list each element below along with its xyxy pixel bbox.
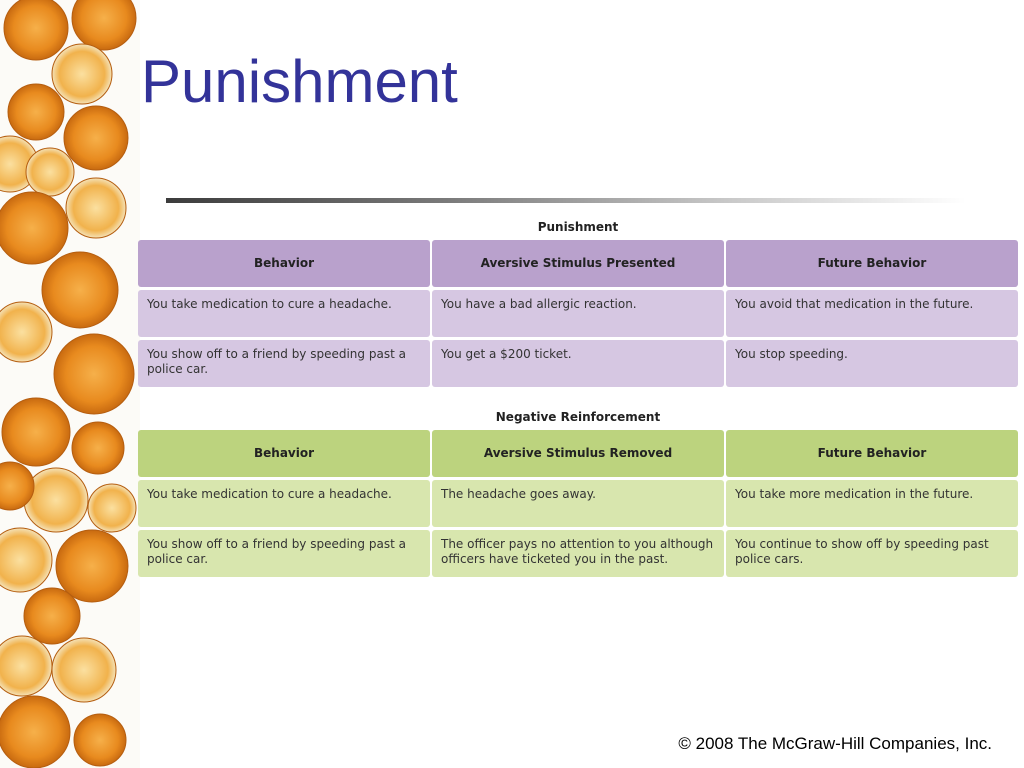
table-cell: The headache goes away. (432, 480, 724, 527)
header-behavior: Behavior (138, 430, 430, 477)
table-cell: You get a $200 ticket. (432, 340, 724, 387)
table-cell: You show off to a friend by speeding pas… (138, 340, 430, 387)
orange-slices-decoration (0, 0, 140, 768)
table-cell: You take more medication in the future. (726, 480, 1018, 527)
negative-reinforcement-table: Behavior Aversive Stimulus Removed Futur… (138, 430, 1018, 577)
punishment-heading: Punishment (537, 220, 619, 234)
table-cell: You show off to a friend by speeding pas… (138, 530, 430, 577)
header-future-behavior: Future Behavior (726, 430, 1018, 477)
table-cell: You stop speeding. (726, 340, 1018, 387)
header-aversive-stimulus-presented: Aversive Stimulus Presented (432, 240, 724, 287)
table-cell: You take medication to cure a headache. (138, 480, 430, 527)
table-cell: The officer pays no attention to you alt… (432, 530, 724, 577)
table-cell: You have a bad allergic reaction. (432, 290, 724, 337)
orange-slice-icon (0, 0, 137, 768)
header-aversive-stimulus-removed: Aversive Stimulus Removed (432, 430, 724, 477)
table-cell: You take medication to cure a headache. (138, 290, 430, 337)
header-behavior: Behavior (138, 240, 430, 287)
negative-reinforcement-heading: Negative Reinforcement (495, 410, 661, 424)
table-cell: You avoid that medication in the future. (726, 290, 1018, 337)
punishment-table: Behavior Aversive Stimulus Presented Fut… (138, 240, 1018, 387)
table-cell: You continue to show off by speeding pas… (726, 530, 1018, 577)
header-future-behavior: Future Behavior (726, 240, 1018, 287)
slide-title: Punishment (141, 48, 458, 115)
title-divider (166, 198, 966, 203)
copyright-notice: © 2008 The McGraw-Hill Companies, Inc. (678, 734, 992, 753)
